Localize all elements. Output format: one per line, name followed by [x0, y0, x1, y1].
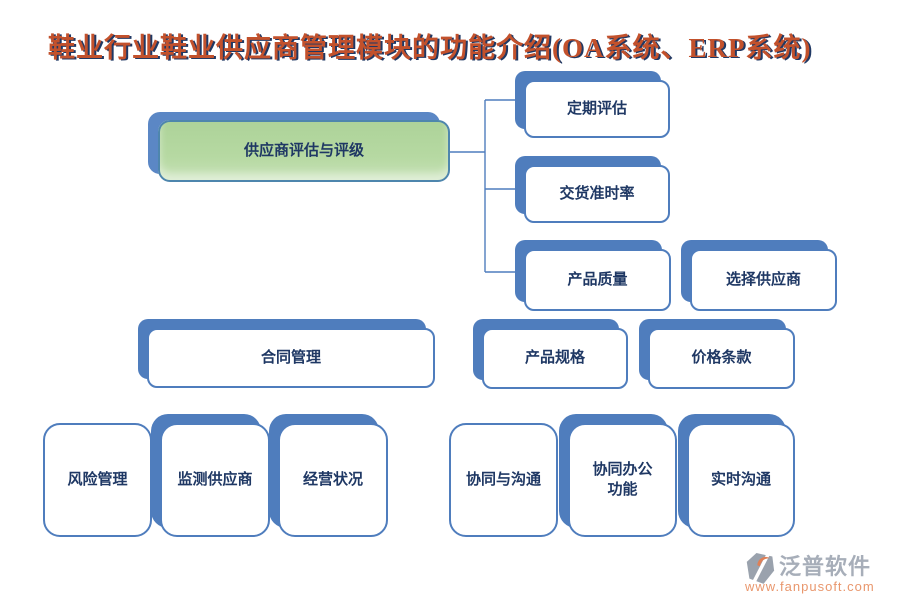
watermark-url: www.fanpusoft.com: [745, 579, 875, 594]
node-collaborative-office-function: 协同办公功能: [568, 423, 677, 537]
node-label: 经营状况: [302, 470, 363, 488]
node-label: 产品规格: [524, 349, 585, 367]
node-product-quality: 产品质量: [524, 249, 671, 311]
node-label: 风险管理: [67, 470, 128, 488]
node-label: 监测供应商: [177, 470, 253, 488]
node-realtime-communication: 实时沟通: [687, 423, 795, 537]
watermark-brand: 泛普软件: [779, 554, 872, 579]
node-label: 产品质量: [567, 270, 628, 288]
node-price-terms: 价格条款: [648, 328, 795, 389]
watermark-logo: 泛普软件 www.fanpusoft.com: [745, 549, 895, 594]
node-label: 交货准时率: [559, 184, 635, 202]
node-label: 价格条款: [691, 349, 752, 367]
node-select-supplier: 选择供应商: [690, 249, 837, 311]
node-monitor-supplier: 监测供应商: [160, 423, 270, 537]
node-label: 协同与沟通: [465, 470, 541, 488]
node-risk-management: 风险管理: [43, 423, 152, 537]
node-supplier-evaluation-rating: 供应商评估与评级: [158, 120, 450, 182]
node-ontime-delivery-rate: 交货准时率: [524, 165, 670, 223]
node-label: 实时沟通: [710, 470, 771, 488]
node-contract-management: 合同管理: [147, 328, 435, 388]
node-label: 定期评估: [566, 99, 627, 117]
node-label: 供应商评估与评级: [243, 141, 364, 159]
node-regular-evaluation: 定期评估: [524, 80, 670, 138]
node-product-specification: 产品规格: [482, 328, 628, 389]
node-label: 协同办公功能: [592, 460, 653, 498]
page-title: 鞋业行业鞋业供应商管理模块的功能介绍(OA系统、ERP系统): [48, 33, 812, 63]
fanpu-logo-icon: [745, 551, 777, 590]
node-label: 选择供应商: [725, 270, 801, 288]
node-collaboration-communication: 协同与沟通: [449, 423, 558, 537]
node-operating-status: 经营状况: [278, 423, 388, 537]
node-label: 合同管理: [260, 348, 321, 366]
